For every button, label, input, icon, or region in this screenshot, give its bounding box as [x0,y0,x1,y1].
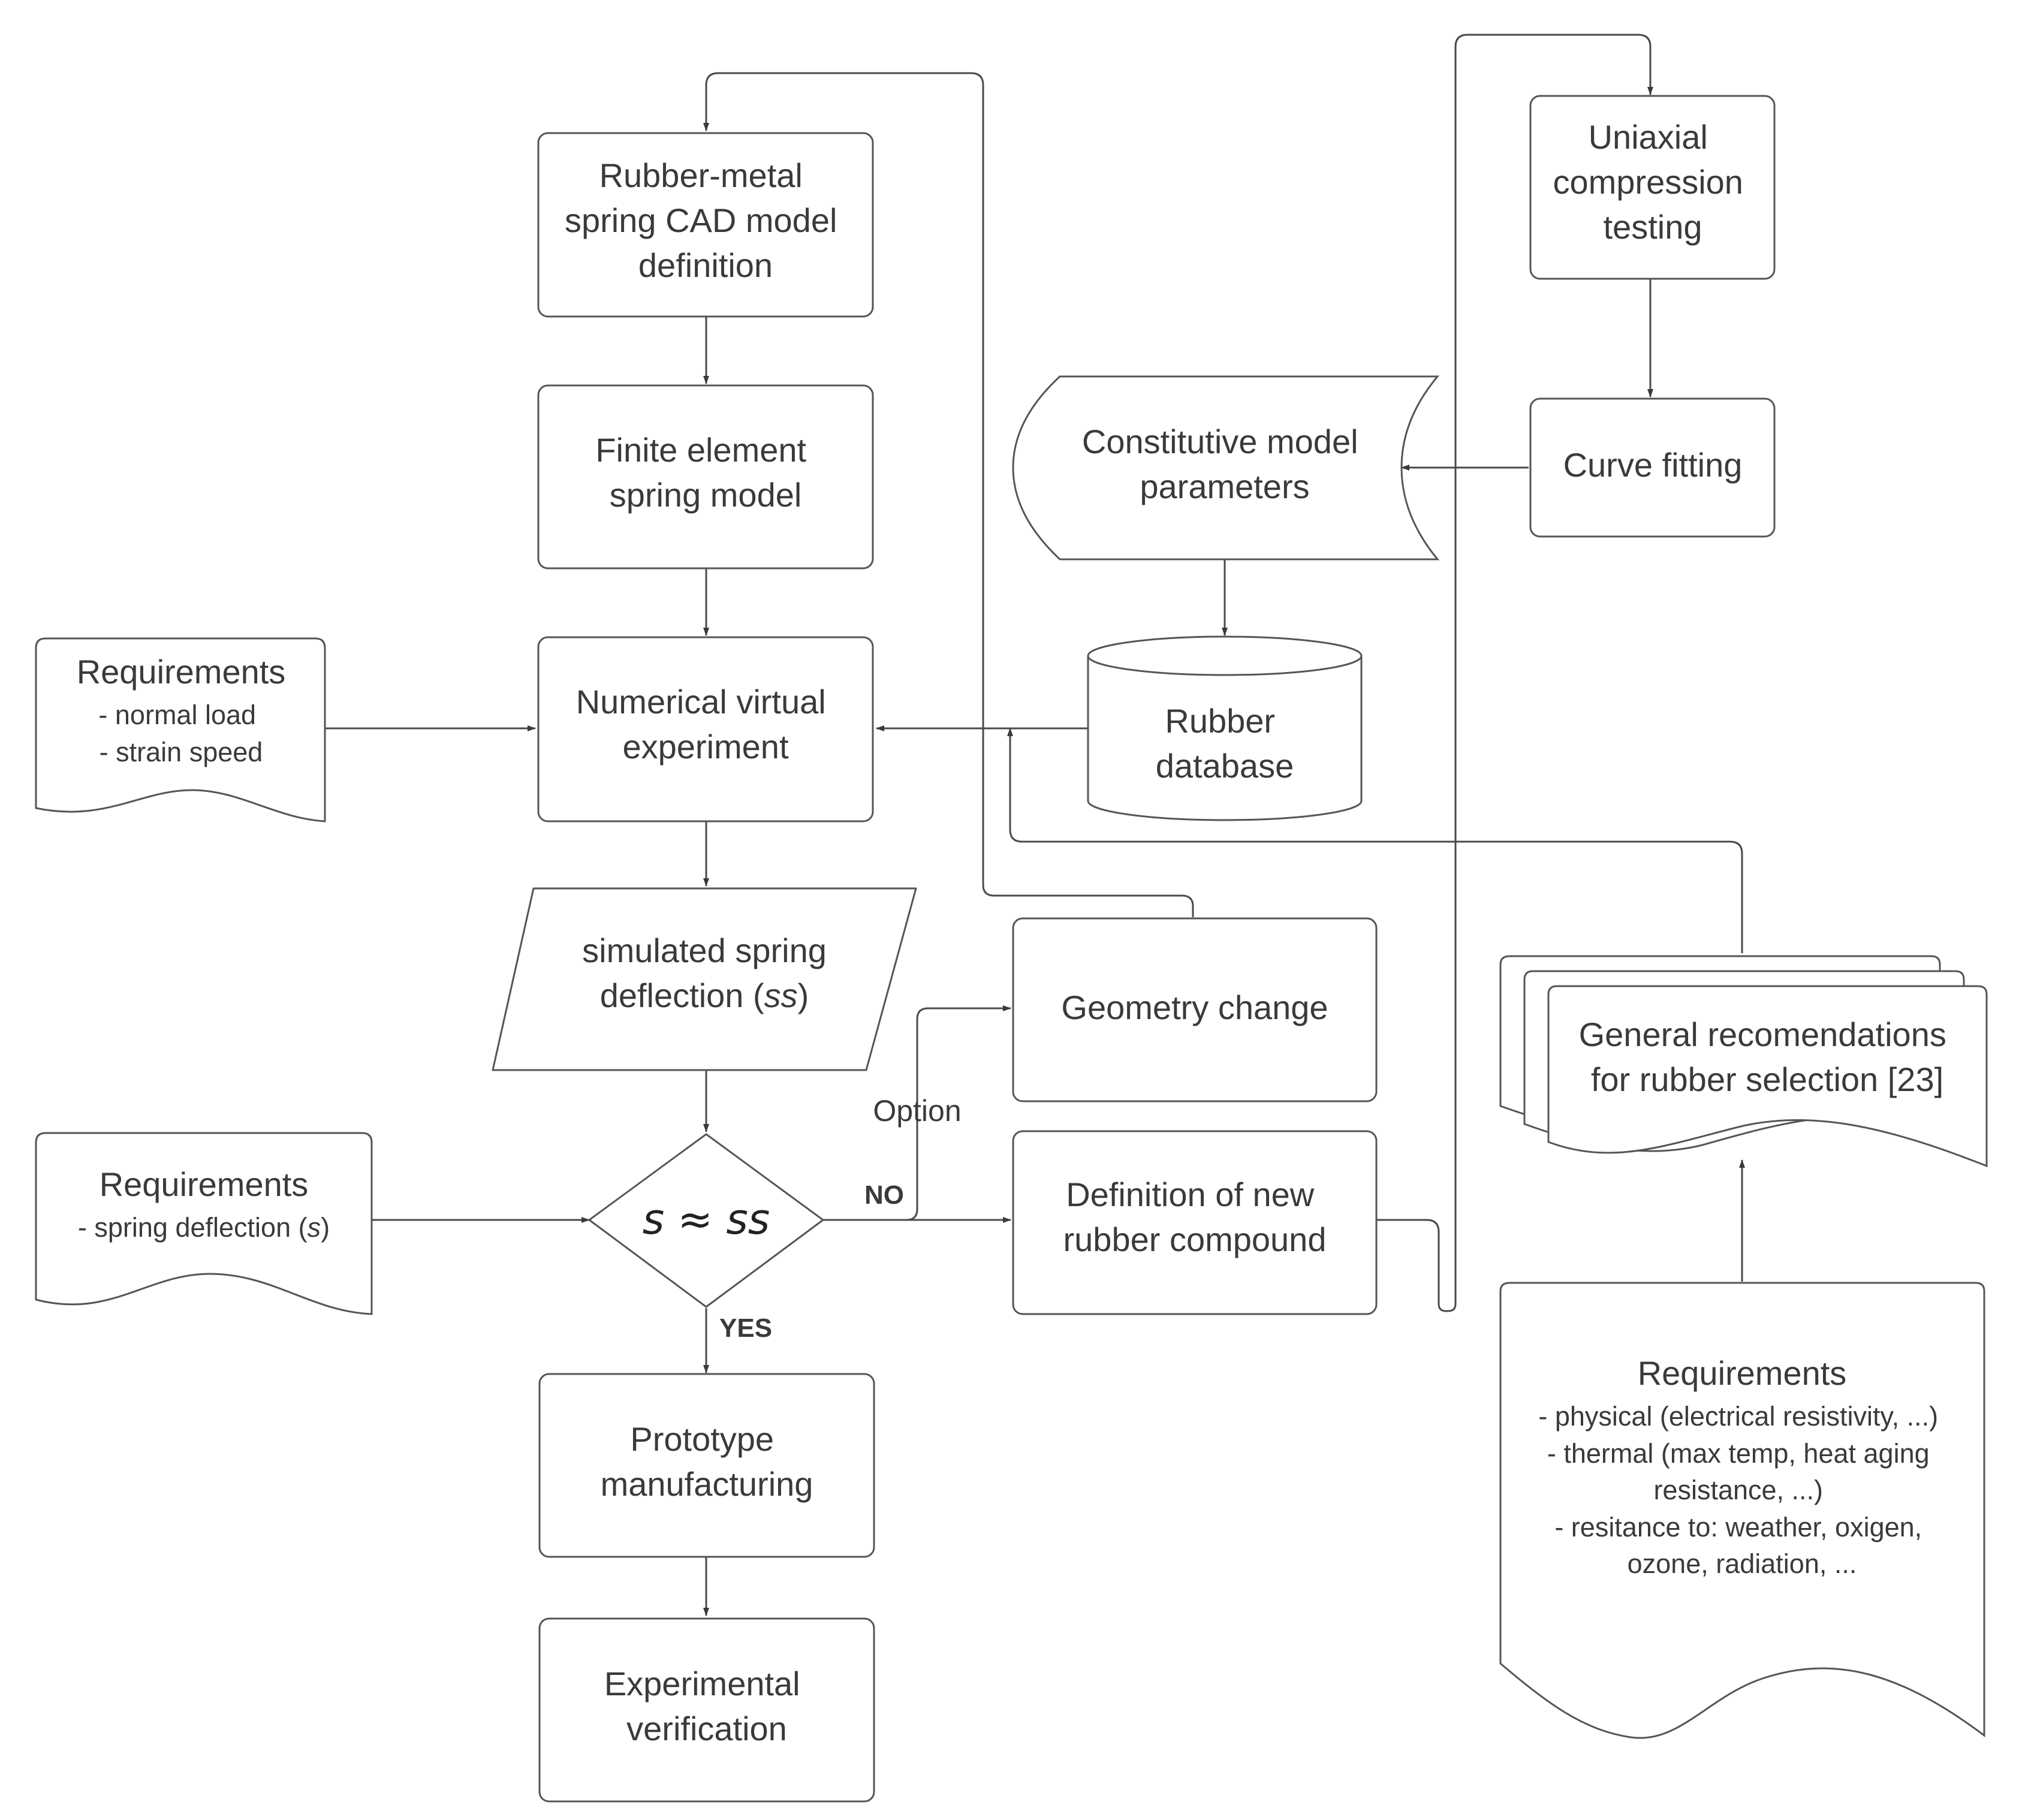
svg-text:Uniaxial compression: Uniaxial compression testing [1553,118,1752,246]
node-label: simulated spring [582,932,827,969]
recommendations-multi-document: General recomendations for rubber select… [1499,955,1988,1168]
prototype-box: Prototype manufacturing [538,1373,875,1558]
node-label: deflection ( [600,977,764,1014]
requirement-item: - physical (electrical resistivity, ...) [1538,1401,1938,1432]
node-label: parameters [1140,468,1309,505]
node-label: spring CAD model [565,201,837,239]
edge-recommendations-to-experiment [1007,728,1743,953]
node-label: Geometry change [1061,989,1328,1026]
requirements-material-document: Requirements - physical (electrical resi… [1499,1282,1985,1739]
node-label: Experimental [604,1665,800,1703]
new-compound-box: Definition of new rubber compound [1012,1130,1378,1315]
document-title: Requirements [1638,1354,1847,1392]
node-label: manufacturing [601,1465,813,1503]
svg-text:Rubber-metal spring CAD: Rubber-metal spring CAD model definition [565,156,846,284]
node-label: ) [798,977,809,1014]
document-title: Requirements [100,1165,309,1203]
node-label: compression [1553,163,1743,201]
numerical-experiment-box: Numerical virtual experiment [537,636,874,822]
edge-compound-loop-to-uniaxial [1376,34,1653,1312]
node-label: Constitutive model [1082,423,1358,460]
svg-text:- normal load - strain s: - normal load - strain speed [98,700,263,767]
node-label: spring model [610,476,802,514]
edge-decision-to-geometry-option [823,1005,1011,1221]
node-label-variable: ss [764,977,798,1014]
edge-label-no: NO [864,1180,904,1210]
svg-text:General recomendations f: General recomendations for rubber select… [1579,1016,1956,1098]
node-label: for rubber selection [23] [1591,1060,1943,1098]
svg-text:Numerical virtual experi: Numerical virtual experiment [576,683,836,766]
edges [325,34,1745,1616]
requirement-item: - thermal (max temp, heat aging [1547,1438,1930,1469]
node-label: Finite element [595,431,806,469]
node-label: Uniaxial [1589,118,1708,156]
node-label: Rubber [1165,702,1275,740]
requirement-variable: s [308,1212,321,1243]
node-label: Prototype [630,1420,774,1458]
node-label: verification [626,1710,787,1747]
simulated-deflection-parallelogram: simulated spring deflection (ss) [492,887,917,1071]
edge-label-yes: YES [719,1313,772,1343]
curve-fitting-box: Curve fitting [1529,397,1776,538]
node-label: rubber compound [1063,1221,1327,1258]
svg-text:Constitutive model param: Constitutive model parameters [1082,423,1367,505]
node-label: experiment [622,728,788,766]
node-label: Numerical virtual [576,683,826,721]
edge-geometry-loop-to-cad [703,72,1194,917]
svg-text:Finite element spring mo: Finite element spring model [595,431,815,514]
document-title: Requirements [77,653,286,691]
requirement-item: ) [321,1212,330,1243]
edge-label-option: Option [873,1094,961,1128]
geometry-change-box: Geometry change [1012,917,1378,1102]
uniaxial-testing-box: Uniaxial compression testing [1529,95,1776,280]
constitutive-params-stored-data: Constitutive model parameters [1012,375,1440,561]
svg-text:deflection (ss): deflection (ss) [600,977,809,1014]
node-label: Rubber-metal [599,156,803,194]
rubber-database-cylinder: Rubber database [1087,635,1363,821]
requirement-item: ozone, radiation, ... [1628,1548,1857,1579]
requirement-item: resistance, ...) [1653,1475,1823,1505]
requirement-item: - strain speed [100,737,263,767]
svg-text:- physical (electrical resisti: - physical (electrical resistivity, ...)… [1538,1401,1945,1579]
fe-model-box: Finite element spring model [537,384,874,569]
cad-model-box: Rubber-metal spring CAD model definition [537,132,874,318]
requirements-load-document: Requirements - normal load - strain spee… [35,637,326,822]
decision-diamond: s ≈ ss [588,1133,824,1308]
node-label: definition [638,246,773,284]
requirement-item: - resitance to: weather, oxigen, [1554,1512,1922,1542]
node-label: General recomendations [1579,1016,1946,1053]
requirement-item: - normal load [98,700,256,730]
svg-text:Prototype manufacturing: Prototype manufacturing [601,1420,813,1503]
svg-text:Rubber database: Rubber database [1156,702,1294,785]
svg-text:Experimental verificatio: Experimental verification [604,1665,809,1747]
node-label: Definition of new [1066,1176,1315,1213]
node-label: database [1156,747,1294,785]
svg-text:Definition of new rubber: Definition of new rubber compound [1063,1176,1327,1258]
verification-box: Experimental verification [538,1617,875,1803]
node-label: Curve fitting [1563,446,1743,484]
requirements-deflection-document: Requirements - spring deflection (s) [35,1132,373,1315]
decision-condition: s ≈ ss [643,1195,770,1244]
requirement-item: - spring deflection ( [78,1212,308,1243]
svg-text:- spring deflection (s): - spring deflection (s) [78,1212,330,1243]
node-label: testing [1604,208,1702,246]
